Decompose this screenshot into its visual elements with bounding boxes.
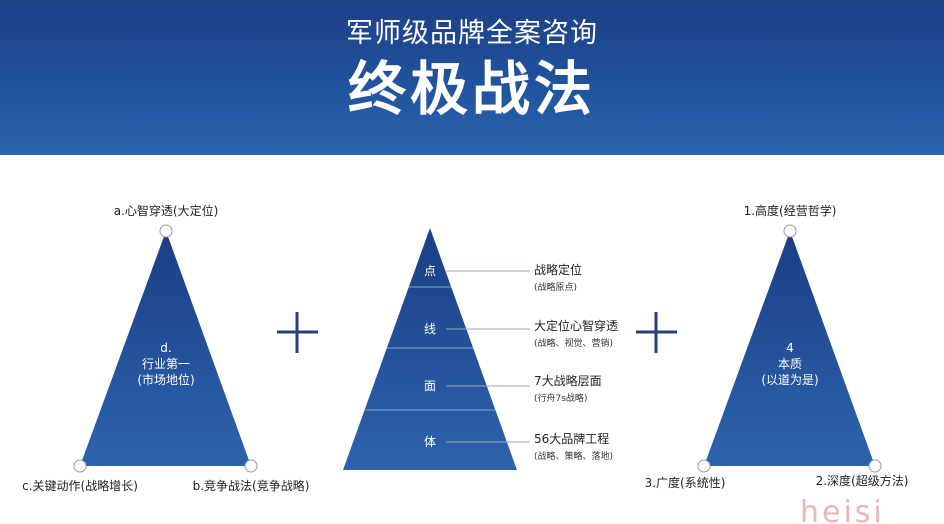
left-triangle: a.心智穿透(大定位) c.关键动作(战略增长) b.竞争战法(竞争战略) d.… bbox=[22, 203, 309, 493]
plus-icon bbox=[636, 312, 677, 353]
watermark: heisi bbox=[800, 495, 885, 524]
center-label: 本质 bbox=[778, 357, 802, 371]
header-title: 终极战法 bbox=[347, 55, 596, 123]
vertex-node bbox=[73, 459, 87, 473]
level-label: 点 bbox=[424, 264, 436, 278]
header-banner: 军师级品牌全案咨询 终极战法 bbox=[0, 0, 944, 155]
center-label: d. bbox=[160, 341, 171, 355]
pyramid-level-line: 线 大定位心智穿透 (战略、视觉、营销) bbox=[424, 318, 618, 349]
vertex-label-top: a.心智穿透(大定位) bbox=[114, 203, 219, 218]
vertex-label-top: 1.高度(经营哲学) bbox=[744, 203, 837, 218]
triangle-shape bbox=[80, 231, 251, 466]
center-label: (市场地位) bbox=[137, 372, 194, 387]
triangle-shape bbox=[704, 231, 875, 466]
pyramid-level-body: 体 56大品牌工程 (战略、策略、落地) bbox=[424, 431, 613, 462]
vertex-node bbox=[868, 459, 882, 473]
vertex-label-bottom-left: 3.广度(系统性) bbox=[645, 475, 726, 490]
vertex-label-bottom-right: b.竞争战法(竞争战略) bbox=[193, 478, 310, 493]
level-title: 大定位心智穿透 bbox=[534, 318, 618, 333]
level-label: 体 bbox=[424, 435, 436, 449]
center-label: 行业第一 bbox=[142, 357, 190, 371]
vertex-label-bottom-left: c.关键动作(战略增长) bbox=[22, 478, 138, 493]
level-note: (战略、策略、落地) bbox=[534, 450, 613, 462]
vertex-label-bottom-right: 2.深度(超级方法) bbox=[816, 473, 909, 488]
level-label: 线 bbox=[424, 322, 436, 336]
level-title: 7大战略层面 bbox=[534, 373, 602, 388]
level-note: (行舟7s战略) bbox=[534, 392, 587, 404]
level-note: (战略原点) bbox=[534, 281, 577, 293]
center-label: (以道为是) bbox=[761, 373, 818, 387]
vertex-node bbox=[159, 224, 173, 238]
vertex-node bbox=[244, 459, 258, 473]
level-title: 56大品牌工程 bbox=[534, 431, 609, 446]
level-label: 面 bbox=[424, 379, 436, 393]
level-note: (战略、视觉、营销) bbox=[534, 337, 613, 349]
pyramid-level-point: 点 战略定位 (战略原点) bbox=[424, 262, 582, 293]
vertex-node bbox=[697, 459, 711, 473]
right-triangle: 1.高度(经营哲学) 3.广度(系统性) 2.深度(超级方法) 4 本质 (以道… bbox=[645, 203, 909, 490]
header-subtitle: 军师级品牌全案咨询 bbox=[346, 18, 598, 49]
level-title: 战略定位 bbox=[534, 262, 582, 277]
center-label: 4 bbox=[786, 341, 794, 355]
vertex-node bbox=[783, 224, 797, 238]
plus-icon bbox=[277, 312, 318, 353]
pyramid: 点 战略定位 (战略原点) 线 大定位心智穿透 (战略、视觉、营销) 面 7大战… bbox=[343, 228, 618, 470]
pyramid-level-surface: 面 7大战略层面 (行舟7s战略) bbox=[424, 373, 602, 404]
